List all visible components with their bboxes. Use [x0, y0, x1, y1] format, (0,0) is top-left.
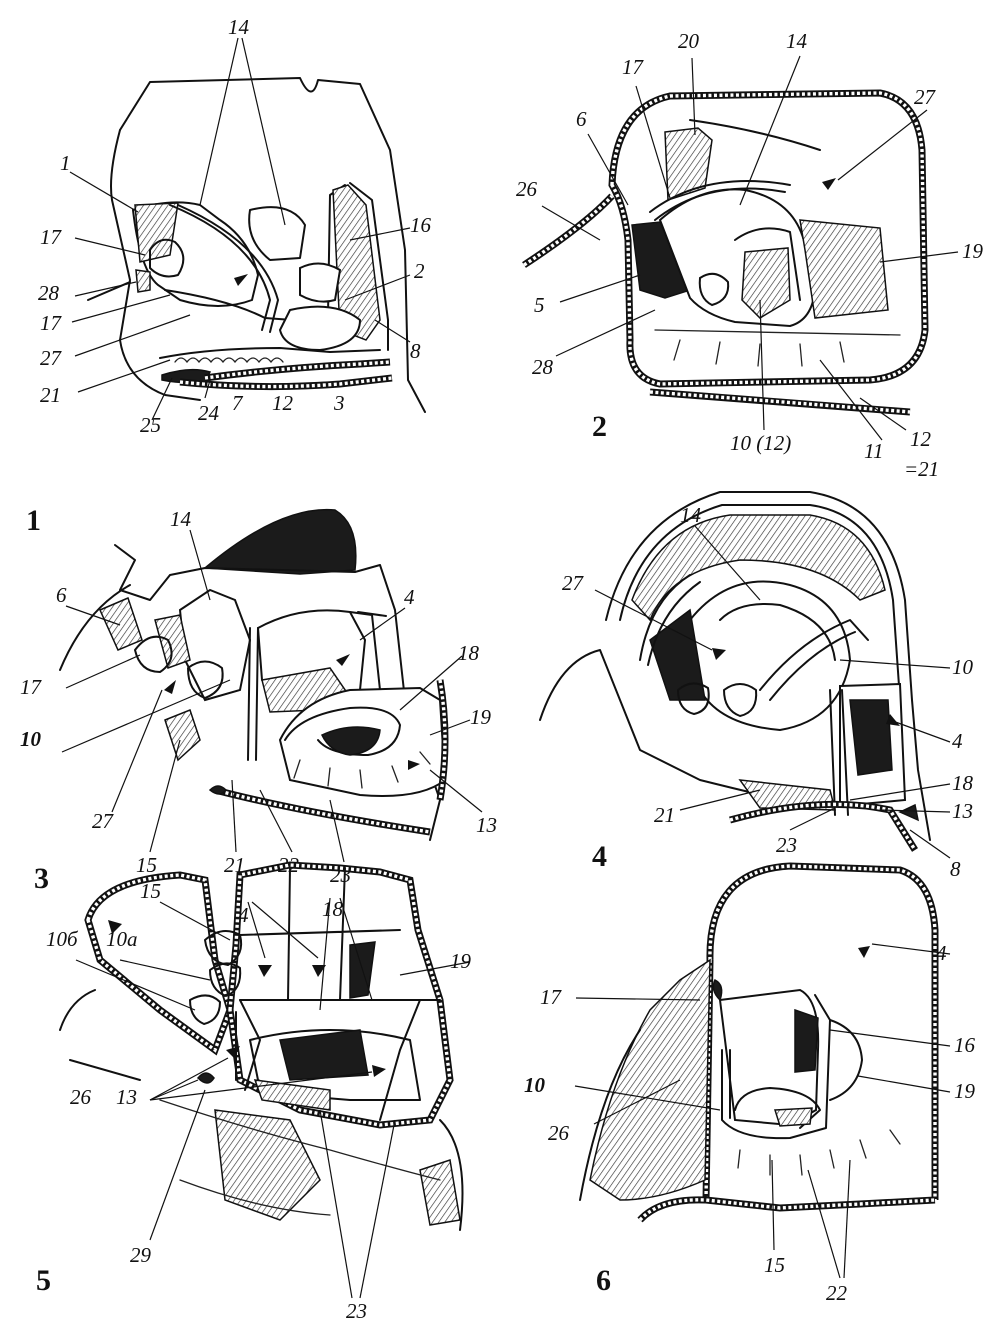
fig3-label-27: 27 [92, 809, 115, 833]
fig5-label-19: 19 [450, 949, 472, 973]
fig3-label-10: 10 [20, 727, 42, 751]
fig1-label-25: 25 [140, 413, 161, 437]
fig1-label-3: 3 [333, 391, 345, 415]
fig5-label-15: 15 [140, 879, 161, 903]
figure-2-number: 2 [592, 410, 607, 443]
fig6-label-26: 26 [548, 1121, 570, 1145]
fig4-label-21: 21 [654, 803, 675, 827]
fig1-label-27: 27 [40, 346, 63, 370]
fig2-label-26: 26 [516, 177, 538, 201]
fig3-label-19: 19 [470, 705, 492, 729]
fig2-label-28: 28 [532, 355, 554, 379]
fig1-label-14: 14 [228, 15, 250, 39]
fig6-label-15: 15 [764, 1253, 785, 1277]
fig2-label-12: 12 [910, 427, 932, 451]
fig1-label-12: 12 [272, 391, 294, 415]
fig4-label-4: 4 [952, 729, 963, 753]
fig2-label-14: 14 [786, 29, 808, 53]
fig5-label-10b: 10б [46, 927, 79, 951]
fig5-label-23: 23 [346, 1299, 367, 1323]
figure-2-drawing [524, 93, 925, 412]
fig6-label-19: 19 [954, 1079, 976, 1103]
fig5-label-10a: 10а [106, 927, 138, 951]
fig2-label-eq21: =21 [904, 457, 939, 481]
fig3-label-4: 4 [404, 585, 415, 609]
fig2-label-19: 19 [962, 239, 984, 263]
figure-1-number: 1 [26, 504, 41, 537]
fig5-label-29: 29 [130, 1243, 152, 1267]
fig2-label-17: 17 [622, 55, 645, 79]
fig2-label-10-12: 10 (12) [730, 431, 791, 455]
fig3-label-18: 18 [458, 641, 480, 665]
figure-1-drawing [88, 78, 425, 412]
fig4-label-27: 27 [562, 571, 585, 595]
figure-6-number: 6 [596, 1264, 611, 1297]
fig5-label-18: 18 [322, 897, 344, 921]
fig4-label-18: 18 [952, 771, 974, 795]
fig4-label-8: 8 [950, 857, 961, 881]
fig1-label-21: 21 [40, 383, 61, 407]
fig5-label-4: 4 [238, 903, 249, 927]
figure-5-drawing [60, 865, 463, 1230]
fig2-label-5: 5 [534, 293, 545, 317]
fig3-label-6: 6 [56, 583, 67, 607]
fig4-label-13: 13 [952, 799, 973, 823]
fig2-label-6: 6 [576, 107, 587, 131]
figure-6-drawing [580, 866, 935, 1220]
fig2-label-11: 11 [864, 439, 883, 463]
figure-3-number: 3 [34, 862, 49, 895]
fig4-label-10: 10 [952, 655, 974, 679]
figure-4-number: 4 [592, 840, 607, 873]
fig3-label-13: 13 [476, 813, 497, 837]
figure-5-number: 5 [36, 1264, 51, 1297]
fig1-label-16: 16 [410, 213, 432, 237]
fig6-label-22: 22 [826, 1281, 848, 1305]
fig5-label-26: 26 [70, 1085, 92, 1109]
fig3-label-15: 15 [136, 853, 157, 877]
fig3-label-17: 17 [20, 675, 43, 699]
fig4-label-14: 14 [680, 503, 702, 527]
fig2-label-20: 20 [678, 29, 700, 53]
fig3-label-14: 14 [170, 507, 192, 531]
fig6-label-4: 4 [936, 941, 947, 965]
fig1-label-17b: 17 [40, 311, 63, 335]
figure-3-drawing [60, 510, 445, 840]
fig1-label-28: 28 [38, 281, 60, 305]
fig6-label-17: 17 [540, 985, 563, 1009]
fig1-label-2: 2 [414, 259, 425, 283]
fig5-label-13: 13 [116, 1085, 137, 1109]
fig6-label-16: 16 [954, 1033, 976, 1057]
fig1-label-24: 24 [198, 401, 220, 425]
fig1-label-8: 8 [410, 339, 421, 363]
fig4-label-23: 23 [776, 833, 797, 857]
fig2-label-27: 27 [914, 85, 937, 109]
fig1-label-17: 17 [40, 225, 63, 249]
fig6-label-10: 10 [524, 1073, 546, 1097]
fig1-label-7: 7 [232, 391, 244, 415]
fig1-label-1: 1 [60, 151, 71, 175]
